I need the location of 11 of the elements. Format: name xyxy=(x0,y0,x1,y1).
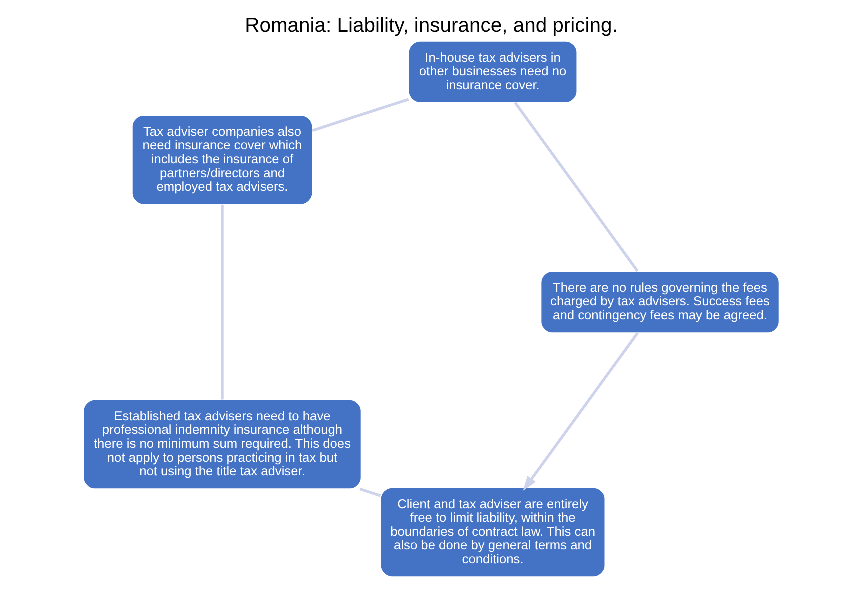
node-box: In-house tax advisers in other businesses need no insurance cover. xyxy=(408,40,578,104)
connector xyxy=(312,98,410,132)
node-box: There are no rules governing the fees charged by tax advisers. Success fees and contingency fees may be agreed. xyxy=(540,271,780,334)
diagram-title: Romania: Liability, insurance, and pricing. xyxy=(245,14,618,37)
arrow xyxy=(523,332,640,491)
node-box: Tax adviser companies also need insurance cover which includes the insurance of partners/directors and employed tax advisers. xyxy=(132,115,314,206)
connector xyxy=(221,204,224,400)
connector xyxy=(360,488,382,498)
connector xyxy=(514,102,639,272)
node-box: Client and tax adviser are entirely free to limit liability, within the boundaries of contract law. This can also be done by general terms and conditions. xyxy=(380,487,606,578)
node-box: Established tax advisers need to have professional indemnity insurance although there is no minimum sum required. This does not apply to persons practicing in tax but not using the title tax adviser. xyxy=(83,400,362,490)
